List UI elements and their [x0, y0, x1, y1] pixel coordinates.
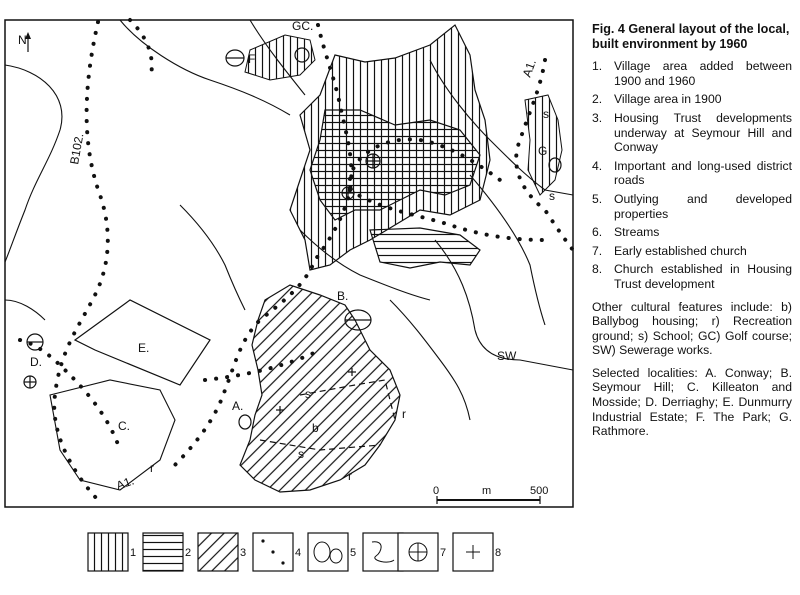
legend-item: 1.Village area added between 1900 and 19… [592, 59, 792, 88]
scale-bar: 0 m 500 [433, 485, 548, 504]
legend-item: 7.Early established church [592, 243, 747, 258]
caption-title: Fig. 4 General layout of the local, buil… [592, 22, 790, 51]
label-a1-north: A1. [520, 57, 539, 79]
label-sw: SW [497, 349, 517, 363]
golf-course-area [244, 34, 316, 81]
label-g: G [538, 144, 547, 158]
rathmore-area [524, 94, 563, 196]
label-r-2: r [402, 407, 406, 421]
key-row: 1 2 3 4 5 6 7 8 [87, 532, 501, 572]
svg-text:7: 7 [440, 547, 446, 559]
localities-text: Selected localities: A. Conway; B. Seymo… [592, 365, 792, 439]
label-s-low: s [298, 447, 304, 461]
industrial-estate-e [73, 299, 211, 386]
housing-trust-area [239, 284, 401, 493]
svg-text:m: m [482, 485, 491, 497]
map-figure: N [4, 18, 575, 572]
property-symbols [26, 47, 562, 430]
svg-text:1: 1 [130, 547, 136, 559]
figure-caption: Fig. 4 General layout of the local, buil… [592, 22, 792, 439]
label-e: E. [138, 341, 149, 355]
label-a: A. [232, 399, 243, 413]
killeaton-area [49, 379, 176, 491]
legend-item: 8.Church established in Housing Trust de… [592, 262, 792, 291]
label-a1-south: A1. [114, 474, 136, 493]
label-d: D. [30, 355, 42, 369]
label-gc: GC. [292, 19, 313, 33]
boundary-dashes [259, 379, 396, 451]
legend-item: 6.Streams [592, 225, 660, 240]
label-c: C. [118, 419, 130, 433]
label-s-right: s [549, 189, 555, 203]
road-label-b102: B102. [67, 132, 86, 165]
other-features-text: Other cultural features include: b) Ball… [592, 299, 792, 358]
map-frame [4, 19, 574, 508]
church-symbols [23, 153, 381, 414]
label-b-small: b [312, 421, 319, 435]
north-label: N [18, 33, 27, 47]
legend-item: 2.Village area in 1900 [592, 92, 722, 107]
road-lines [18, 18, 575, 502]
label-r-3: r [348, 469, 352, 483]
label-s-mid: s [305, 387, 311, 401]
legend-item: 5.Outlying and developed properties [592, 191, 792, 221]
svg-text:4: 4 [295, 547, 301, 559]
label-r-1: r [150, 461, 154, 475]
svg-text:2: 2 [185, 547, 191, 559]
label-b: B. [337, 289, 348, 303]
legend-item: 4.Important and long-used district roads [592, 158, 792, 188]
svg-text:0: 0 [433, 485, 439, 497]
label-f: F [248, 52, 255, 66]
label-s-top: s [543, 107, 549, 121]
svg-text:8: 8 [495, 547, 501, 559]
svg-text:500: 500 [530, 485, 548, 497]
village-1900-area-south [369, 227, 481, 269]
legend-item: 3.Housing Trust developments underway at… [592, 110, 792, 155]
legend-list: 1.Village area added between 1900 and 19… [592, 59, 792, 291]
svg-text:5: 5 [350, 547, 356, 559]
north-arrow-icon [25, 32, 31, 52]
svg-text:3: 3 [240, 547, 246, 559]
